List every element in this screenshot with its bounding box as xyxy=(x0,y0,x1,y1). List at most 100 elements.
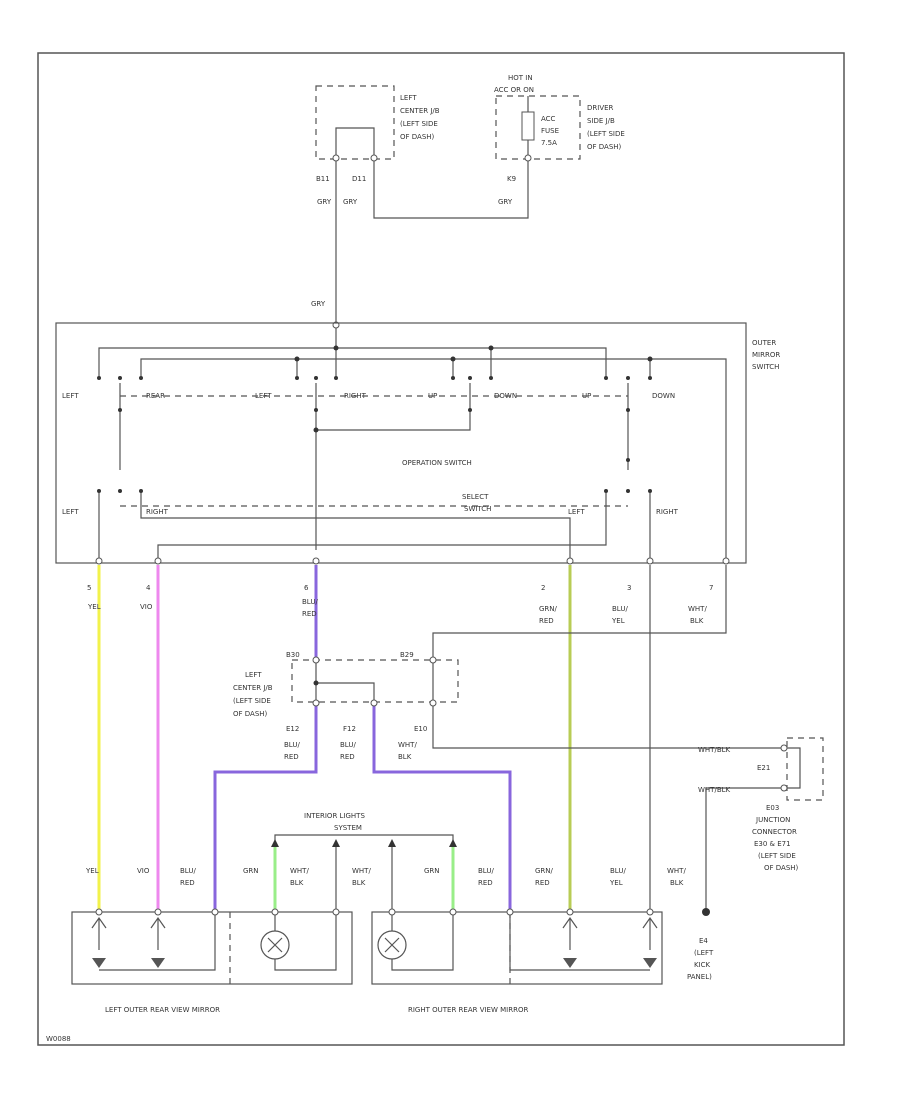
right-outer-mirror xyxy=(371,908,663,985)
svg-text:7.5A: 7.5A xyxy=(541,139,557,147)
svg-text:B29: B29 xyxy=(400,651,414,659)
svg-text:RED: RED xyxy=(284,753,299,761)
svg-text:5: 5 xyxy=(87,584,91,592)
svg-text:HOT IN: HOT IN xyxy=(508,74,533,82)
svg-text:DRIVER: DRIVER xyxy=(587,104,614,112)
svg-text:YEL: YEL xyxy=(85,867,99,875)
left-center-jb-mid: B30 B29 LEFT CENTER J/B (LEFT SIDE OF DA… xyxy=(233,651,459,761)
connector-label: D11 xyxy=(352,175,366,183)
ground-e4: E4 (LEFT KICK PANEL) xyxy=(687,908,714,981)
svg-text:RED: RED xyxy=(340,753,355,761)
svg-text:WHT/BLK: WHT/BLK xyxy=(698,786,731,794)
svg-text:YEL: YEL xyxy=(87,603,101,611)
svg-text:OPERATION SWITCH: OPERATION SWITCH xyxy=(402,459,472,467)
svg-text:B30: B30 xyxy=(286,651,300,659)
svg-text:ACC: ACC xyxy=(541,115,556,123)
svg-text:CONNECTOR: CONNECTOR xyxy=(752,828,797,836)
svg-text:RIGHT: RIGHT xyxy=(146,508,169,516)
svg-text:KICK: KICK xyxy=(694,961,711,969)
svg-text:RED: RED xyxy=(302,610,317,618)
svg-text:E4: E4 xyxy=(699,937,708,945)
svg-text:BLU/: BLU/ xyxy=(612,605,628,613)
harness-wires xyxy=(97,565,727,910)
svg-text:ACC OR ON: ACC OR ON xyxy=(494,86,534,94)
interior-lights-system: INTERIOR LIGHTS SYSTEM xyxy=(271,812,457,910)
svg-text:SWITCH: SWITCH xyxy=(752,363,779,371)
svg-text:INTERIOR LIGHTS: INTERIOR LIGHTS xyxy=(304,812,365,820)
left-mirror-label: LEFT OUTER REAR VIEW MIRROR xyxy=(105,1006,220,1014)
svg-text:OUTER: OUTER xyxy=(752,339,776,347)
mirror-wire-labels: YEL VIO BLU/ RED GRN WHT/ BLK WHT/ BLK G… xyxy=(85,867,686,887)
svg-text:GRY: GRY xyxy=(317,198,332,206)
svg-text:SIDE J/B: SIDE J/B xyxy=(587,117,615,125)
svg-text:LEFT: LEFT xyxy=(568,508,585,516)
svg-text:BLK: BLK xyxy=(398,753,412,761)
svg-text:E30 & E71: E30 & E71 xyxy=(754,840,791,848)
svg-text:BLU/: BLU/ xyxy=(284,741,300,749)
left-center-jb-top: LEFT CENTER J/B (LEFT SIDE OF DASH) B11 … xyxy=(315,85,440,183)
svg-text:JUNCTION: JUNCTION xyxy=(755,816,790,824)
wire-labels: YEL VIO BLU/ RED GRN/ RED BLU/ YEL WHT/ … xyxy=(87,598,707,625)
svg-text:BLK: BLK xyxy=(352,879,366,887)
svg-text:3: 3 xyxy=(627,584,631,592)
svg-text:BLK: BLK xyxy=(670,879,684,887)
svg-text:6: 6 xyxy=(304,584,309,592)
svg-text:BLK: BLK xyxy=(290,879,304,887)
svg-text:YEL: YEL xyxy=(611,617,625,625)
svg-text:2: 2 xyxy=(541,584,545,592)
svg-text:SELECT: SELECT xyxy=(462,493,489,501)
svg-text:GRN: GRN xyxy=(243,867,259,875)
svg-text:OF DASH): OF DASH) xyxy=(400,133,435,141)
svg-text:(LEFT SIDE: (LEFT SIDE xyxy=(758,852,796,860)
svg-text:YEL: YEL xyxy=(609,879,623,887)
svg-text:RED: RED xyxy=(180,879,195,887)
svg-text:PANEL): PANEL) xyxy=(687,973,712,981)
svg-text:BLU/: BLU/ xyxy=(478,867,494,875)
svg-text:E21: E21 xyxy=(757,764,770,772)
hot-in-fuse: HOT IN ACC OR ON ACC FUSE 7.5A DRIVER SI… xyxy=(494,74,625,183)
svg-text:WHT/: WHT/ xyxy=(352,867,371,875)
svg-text:VIO: VIO xyxy=(137,867,150,875)
svg-text:BLK: BLK xyxy=(690,617,704,625)
svg-text:LEFT: LEFT xyxy=(62,392,79,400)
svg-text:(LEFT SIDE: (LEFT SIDE xyxy=(233,697,271,705)
diagram-frame xyxy=(37,52,845,1046)
outer-mirror-switch: OUTER MIRROR SWITCH LEFT REAR LEFT RIGHT… xyxy=(55,322,780,565)
svg-text:CENTER J/B: CENTER J/B xyxy=(233,684,273,692)
motor-icon xyxy=(92,958,165,968)
svg-text:E03: E03 xyxy=(766,804,779,812)
svg-text:LEFT: LEFT xyxy=(62,508,79,516)
svg-text:OF DASH): OF DASH) xyxy=(587,143,622,151)
motor-icon xyxy=(563,958,657,968)
svg-text:RIGHT: RIGHT xyxy=(656,508,679,516)
svg-text:RED: RED xyxy=(478,879,493,887)
svg-text:BLU/: BLU/ xyxy=(180,867,196,875)
svg-text:GRN/: GRN/ xyxy=(535,867,554,875)
svg-text:OF DASH): OF DASH) xyxy=(233,710,268,718)
svg-text:RED: RED xyxy=(535,879,550,887)
svg-text:F12: F12 xyxy=(343,725,356,733)
svg-text:DOWN: DOWN xyxy=(652,392,675,400)
motor-icon xyxy=(509,915,658,971)
svg-text:WHT/BLK: WHT/BLK xyxy=(698,746,731,754)
svg-text:VIO: VIO xyxy=(140,603,153,611)
svg-text:MIRROR: MIRROR xyxy=(752,351,780,359)
connector-label: B11 xyxy=(316,175,330,183)
connector-label: K9 xyxy=(507,175,516,183)
arrow-icon xyxy=(271,839,457,847)
svg-text:OF DASH): OF DASH) xyxy=(764,864,799,872)
svg-text:BLU/: BLU/ xyxy=(610,867,626,875)
svg-text:SWITCH: SWITCH xyxy=(464,505,491,513)
svg-text:GRN: GRN xyxy=(424,867,440,875)
footer-code: W0088 xyxy=(46,1035,71,1043)
svg-text:(LEFT: (LEFT xyxy=(694,949,714,957)
svg-text:RED: RED xyxy=(539,617,554,625)
svg-text:GRN/: GRN/ xyxy=(539,605,558,613)
pin-numbers: 5 4 6 2 3 7 xyxy=(87,584,713,592)
top-wires: GRY GRY GRY GRY xyxy=(311,161,529,329)
motor-icon xyxy=(91,915,216,971)
svg-text:GRY: GRY xyxy=(343,198,358,206)
svg-text:4: 4 xyxy=(146,584,151,592)
svg-text:SYSTEM: SYSTEM xyxy=(334,824,362,832)
svg-text:(LEFT SIDE: (LEFT SIDE xyxy=(400,120,438,128)
